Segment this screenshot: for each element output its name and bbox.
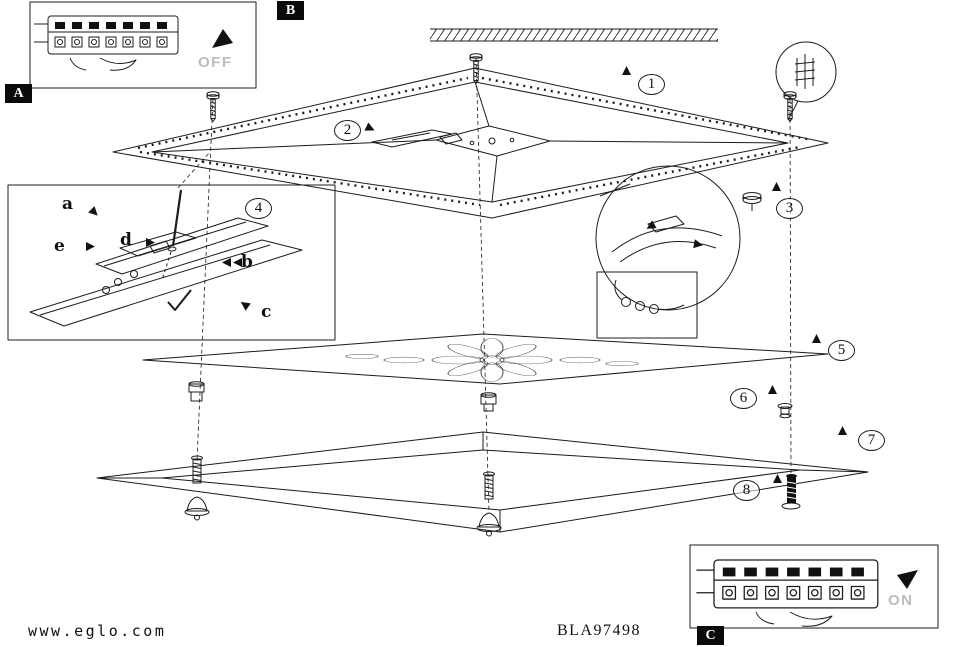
callout-1: 1: [638, 74, 665, 95]
on-state-label: ON: [888, 592, 914, 609]
callout-8: 8: [733, 480, 760, 501]
section-label-c: C: [697, 626, 724, 645]
terminal-strip-off-inset: [29, 1, 257, 89]
wiring-detail-circle: [595, 165, 741, 311]
washer-part: [742, 192, 762, 211]
mechanism-detail-box: [7, 184, 336, 341]
spacer-part: [777, 403, 793, 419]
callout-3: 3: [776, 198, 803, 219]
model-code: BLA97498: [557, 622, 641, 639]
ceiling-hatch: [430, 28, 718, 42]
assembly-centerlines: [177, 57, 792, 513]
substep-b: b: [241, 252, 253, 272]
callout-5: 5: [828, 340, 855, 361]
section-label-b: B: [277, 1, 304, 20]
callout-2: 2: [334, 120, 361, 141]
substep-a: a: [62, 194, 74, 214]
callout-6: 6: [730, 388, 757, 409]
callout-7: 7: [858, 430, 885, 451]
glass-diffuser: [142, 333, 829, 412]
anchor-detail-circle: [775, 41, 837, 121]
substep-d: d: [120, 230, 132, 250]
callout-4: 4: [245, 198, 272, 219]
substep-c: c: [261, 302, 272, 322]
bottom-frame: [96, 431, 869, 533]
section-label-a: A: [5, 84, 32, 103]
ornament-medallion: [345, 338, 639, 382]
mounting-frame: [112, 67, 829, 219]
off-state-label: OFF: [198, 54, 233, 71]
substep-e: e: [54, 236, 65, 256]
website-url: www.eglo.com: [28, 622, 167, 640]
terminal-strip-on-inset: [689, 544, 939, 629]
junction-box-detail: [596, 271, 698, 339]
fixing-bolts: [184, 455, 801, 537]
